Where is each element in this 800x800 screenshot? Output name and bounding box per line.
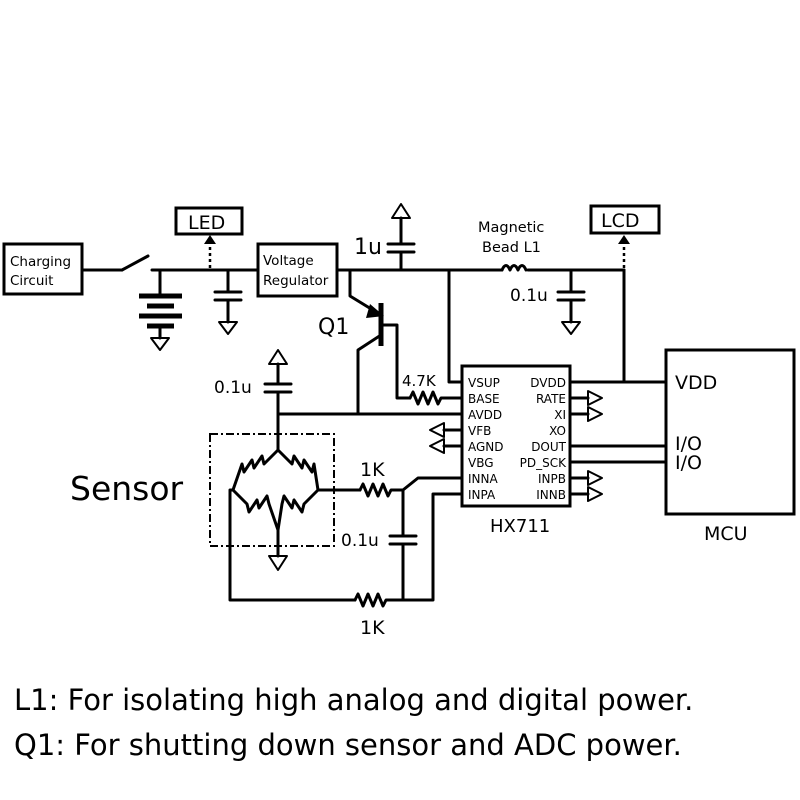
supply-rail xyxy=(80,254,626,272)
chip-pin-dvdd: DVDD xyxy=(530,376,566,390)
resistor-base: 4.7K xyxy=(402,372,464,406)
bead-label-1: Magnetic xyxy=(478,220,544,236)
cap-1u-label: 1u xyxy=(354,235,382,260)
chip-right-pins: DVDD RATE XI XO DOUT PD_SCK INPB INNB xyxy=(520,376,567,502)
regulator-label-1: Voltage xyxy=(263,253,314,269)
chip-pin-agnd: AGND xyxy=(468,440,504,454)
led-label: LED xyxy=(188,212,225,234)
chip-pin-vsup: VSUP xyxy=(468,376,500,390)
chip-pin-innb: INNB xyxy=(536,488,566,502)
cap-input: 0.1u xyxy=(341,488,418,602)
charging-label-2: Circuit xyxy=(10,273,53,289)
chip-name: HX711 xyxy=(490,516,550,537)
q1-label: Q1 xyxy=(318,315,349,340)
charging-circuit-block: Charging Circuit xyxy=(2,242,84,296)
transistor-q1: Q1 xyxy=(318,268,412,416)
wheatstone-bridge xyxy=(228,412,362,602)
resistor-inpa: 1K xyxy=(353,492,464,639)
mcu-label: MCU xyxy=(704,523,748,545)
chip-pin-vfb: VFB xyxy=(468,424,491,438)
cap-input-label: 0.1u xyxy=(341,531,379,551)
chip-pin-inpb: INPB xyxy=(538,472,566,486)
bead-label-2: Bead L1 xyxy=(482,240,541,256)
chip-pin-avdd: AVDD xyxy=(468,408,502,422)
cap-bead-label: 0.1u xyxy=(510,286,548,306)
chip-pin-xo: XO xyxy=(549,424,566,438)
chip-pin-inna: INNA xyxy=(468,472,498,486)
chip-pin-pd-sck: PD_SCK xyxy=(520,456,567,470)
chip-pin-dout: DOUT xyxy=(531,440,566,454)
voltage-regulator-block: Voltage Regulator xyxy=(256,242,339,298)
mcu-block: VDD I/O I/O MCU xyxy=(664,348,796,545)
vsup-wire xyxy=(447,268,464,384)
digital-rail xyxy=(568,268,668,384)
chip-pin-rate: RATE xyxy=(536,392,566,406)
cap-bridge: 0.1u xyxy=(214,349,293,416)
hx711-chip: VSUP BASE AVDD VFB AGND VBG INNA INPA DVDD RATE X… xyxy=(460,364,572,537)
lcd-block: LCD xyxy=(589,204,661,268)
chip-pin-inpa: INPA xyxy=(468,488,496,502)
chip-pin-base: BASE xyxy=(468,392,500,406)
chip-pin-xi: XI xyxy=(554,408,566,422)
battery-symbol xyxy=(139,268,182,351)
mcu-io1-label: I/O xyxy=(675,433,702,455)
cap-bridge-label: 0.1u xyxy=(214,378,252,398)
sensor-block: Sensor xyxy=(70,433,335,547)
cap-bead: 0.1u xyxy=(510,268,586,335)
chip-left-pins: VSUP BASE AVDD VFB AGND VBG INNA INPA xyxy=(468,376,504,502)
note-l1: L1: For isolating high analog and digita… xyxy=(14,683,694,717)
lcd-label: LCD xyxy=(601,210,639,232)
input-capacitor xyxy=(213,268,243,335)
note-q1: Q1: For shutting down sensor and ADC pow… xyxy=(14,728,682,762)
cap-1u: 1u xyxy=(354,203,416,272)
pin-arrows xyxy=(429,390,603,502)
led-block: LED xyxy=(174,206,244,268)
regulator-label-2: Regulator xyxy=(263,273,329,289)
chip-pin-vbg: VBG xyxy=(468,456,494,470)
charging-label-1: Charging xyxy=(10,254,71,270)
notes: L1: For isolating high analog and digita… xyxy=(14,678,794,768)
mcu-io2-label: I/O xyxy=(675,452,702,474)
resistor-base-label: 4.7K xyxy=(402,372,437,390)
resistor-inna-label: 1K xyxy=(360,459,385,481)
resistor-inpa-label: 1K xyxy=(360,617,385,639)
mcu-vdd-label: VDD xyxy=(675,372,717,394)
sensor-label: Sensor xyxy=(70,469,184,508)
magnetic-bead-l1: Magnetic Bead L1 xyxy=(478,220,544,272)
resistor-inna: 1K xyxy=(358,459,464,498)
